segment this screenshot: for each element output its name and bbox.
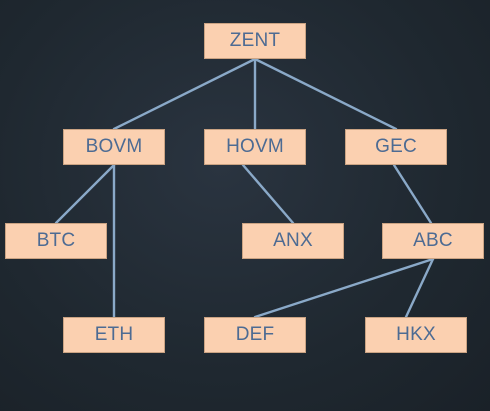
node-hovm: HOVM	[204, 129, 306, 165]
node-hkx: HKX	[365, 317, 467, 353]
node-eth: ETH	[63, 317, 165, 353]
edge-zent-bovm	[112, 57, 257, 131]
node-zent: ZENT	[204, 23, 306, 59]
edge-abc-hkx	[404, 257, 435, 319]
edge-bovm-btc	[54, 163, 116, 225]
node-def: DEF	[204, 317, 306, 353]
edge-hovm-anx	[241, 163, 295, 225]
node-bovm: BOVM	[63, 129, 165, 165]
node-anx: ANX	[242, 223, 344, 259]
node-gec: GEC	[345, 129, 447, 165]
node-abc: ABC	[382, 223, 484, 259]
edge-abc-def	[253, 257, 435, 319]
node-btc: BTC	[5, 223, 107, 259]
edge-zent-gec	[253, 57, 398, 131]
edge-gec-abc	[392, 163, 433, 225]
